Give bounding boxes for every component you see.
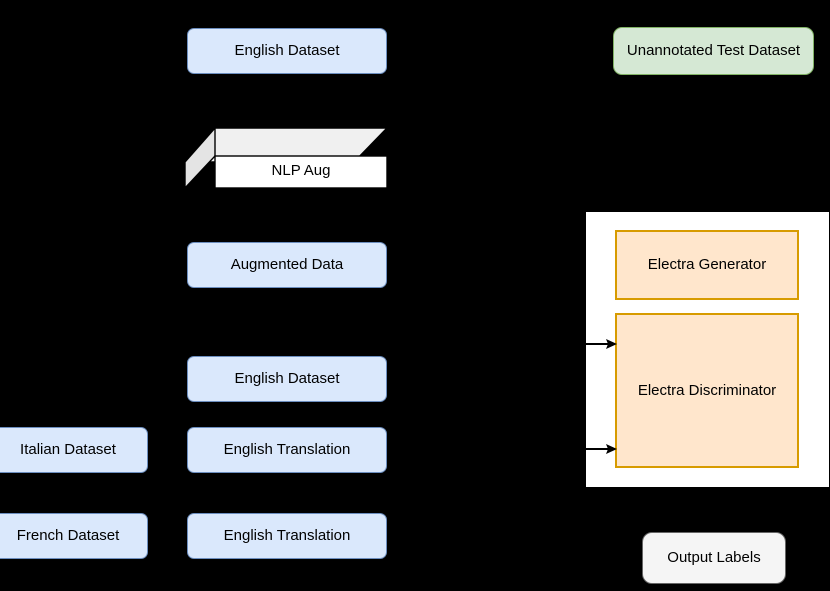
node-english-dataset-top[interactable]: English Dataset (187, 28, 387, 74)
arrow-into-discriminator-top (584, 336, 618, 352)
node-label: Electra Generator (647, 256, 767, 274)
node-augmented-data[interactable]: Augmented Data (187, 242, 387, 288)
node-label: English Translation (223, 441, 351, 459)
node-electra-discriminator[interactable]: Electra Discriminator (615, 313, 799, 468)
node-label: English Dataset (234, 42, 340, 60)
node-english-translation-french[interactable]: English Translation (187, 513, 387, 559)
node-label: Unannotated Test Dataset (626, 42, 801, 60)
node-electra-generator[interactable]: Electra Generator (615, 230, 799, 300)
node-label: Output Labels (667, 549, 761, 567)
node-french-dataset[interactable]: French Dataset (0, 513, 148, 559)
node-label: French Dataset (16, 527, 120, 545)
cube-shape-icon (183, 126, 389, 190)
node-nlp-aug[interactable]: NLP Aug (182, 126, 392, 190)
node-english-dataset-mid[interactable]: English Dataset (187, 356, 387, 402)
node-unannotated-test-dataset[interactable]: Unannotated Test Dataset (613, 27, 814, 75)
arrow-into-discriminator-bottom (584, 441, 618, 457)
node-label: Italian Dataset (20, 441, 116, 459)
node-english-translation-italian[interactable]: English Translation (187, 427, 387, 473)
node-label: English Translation (223, 527, 351, 545)
node-label: Electra Discriminator (637, 381, 777, 399)
node-label: English Dataset (234, 370, 340, 388)
node-label: Augmented Data (230, 256, 344, 274)
node-output-labels[interactable]: Output Labels (642, 532, 786, 584)
node-italian-dataset[interactable]: Italian Dataset (0, 427, 148, 473)
